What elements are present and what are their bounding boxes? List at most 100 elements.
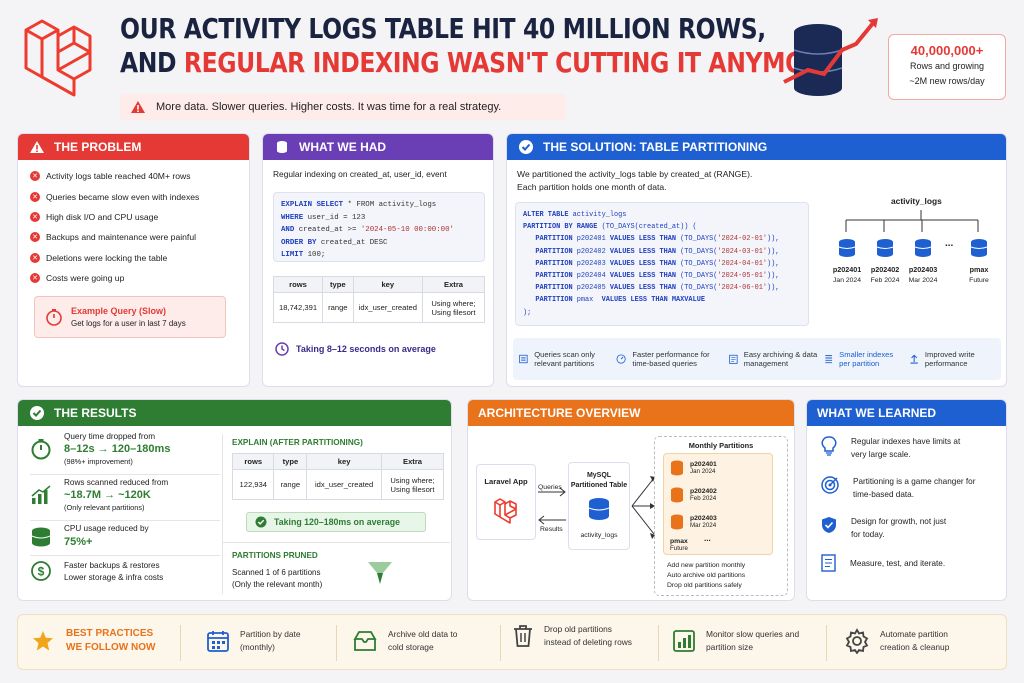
code-line: PARTITION p202402 VALUES LESS THAN (TO_D… (535, 247, 780, 256)
arrow-icon: → (104, 489, 116, 501)
metric-label: Rows scanned reduced from (64, 478, 169, 487)
check-circle-icon (28, 404, 46, 422)
list-item-text: Backups and maintenance were painful (46, 232, 197, 243)
stat-sub: ~2M new rows/day (909, 76, 985, 86)
metric-label: Lower storage & infra costs (64, 573, 164, 582)
metric-to: 120–180ms (111, 443, 171, 455)
database-icon (671, 487, 683, 503)
arch-note: Add new partition monthly (667, 562, 746, 569)
database-icon (914, 239, 932, 257)
part-name: p202403 (690, 515, 717, 522)
part-name: p202401 (690, 461, 717, 468)
check-circle-icon (517, 138, 535, 156)
code-line: PARTITION pmax VALUES LESS THAN MAXVALUE (535, 296, 705, 305)
check-circle-icon (255, 516, 267, 528)
arch-note: Auto archive old partitions (667, 572, 746, 579)
target-icon (821, 476, 839, 494)
list-icon (519, 354, 528, 364)
page-title: OUR ACTIVITY LOGS TABLE HIT 40 MILLION R… (120, 12, 838, 80)
had-title: WHAT WE HAD (299, 140, 387, 154)
trash-icon (514, 624, 532, 647)
had-timing: Taking 8–12 seconds on average (275, 342, 436, 356)
pruned-title: PARTITIONS PRUNED (232, 551, 318, 560)
timing-text: Taking 8–12 seconds on average (296, 344, 436, 354)
part-name: p202402 (870, 265, 900, 274)
metric-to: ~120K (118, 489, 151, 501)
part-sub: Feb 2024 (690, 495, 717, 502)
flow-arrows (538, 487, 566, 525)
best-practice-item: Monitor slow queries and partition size (672, 628, 816, 654)
part-name: pmax (969, 265, 989, 274)
monthly-label: Monthly Partitions (688, 441, 754, 450)
part-name: p202401 (832, 265, 862, 274)
part-name: pmax (670, 538, 688, 545)
table-cell: Using where; Using filesort (381, 469, 444, 500)
list-item-text: Queries became slow even with indexes (46, 191, 200, 202)
list-item: ✕Activity logs table reached 40M+ rows (30, 166, 239, 186)
best-practice-text: Monitor slow queries and partition size (706, 629, 800, 652)
code-text: created_at >= (298, 226, 361, 235)
x-icon: ✕ (30, 273, 40, 284)
code-keyword: LIMIT (281, 251, 304, 260)
learned-text: Measure, test, and iterate. (850, 558, 946, 568)
had-header: WHAT WE HAD (263, 134, 493, 160)
list-item: ✕Deletions were locking the table (30, 248, 239, 268)
table-label: activity_logs (580, 532, 618, 539)
database-icon (31, 527, 51, 547)
gauge-icon (616, 354, 626, 364)
warning-icon (131, 101, 145, 113)
list-item: ✕Backups and maintenance were painful (30, 227, 239, 247)
table-header: type (273, 453, 308, 470)
example-title: Example Query (Slow) (71, 306, 167, 316)
solution-header: THE SOLUTION: TABLE PARTITIONING (507, 134, 1006, 160)
best-practice-text: Automate partition creation & cleanup (880, 629, 950, 652)
funnel-icon (368, 562, 392, 584)
table-header: type (322, 276, 354, 293)
problem-header: THE PROBLEM (18, 134, 249, 160)
database-icon (838, 239, 856, 257)
code-line: PARTITION p202404 VALUES LESS THAN (TO_D… (535, 272, 780, 281)
arch-title: ARCHITECTURE OVERVIEW (478, 406, 641, 420)
best-practice-text: Drop old partitions instead of deleting … (544, 624, 632, 647)
upload-icon (910, 354, 918, 364)
clock-icon (275, 342, 289, 356)
part-name: p202403 (908, 265, 938, 274)
learned-header: WHAT WE LEARNED (807, 400, 1006, 426)
list-item-text: Deletions were locking the table (46, 252, 168, 263)
stopwatch-icon (46, 309, 62, 326)
table-header: key (352, 276, 424, 293)
document-icon (821, 554, 836, 572)
code-line: ); (523, 308, 532, 317)
feature-text: Queries scan only relevant partitions (534, 350, 595, 368)
learned-card: WHAT WE LEARNED Regular indexes have lim… (806, 399, 1007, 601)
database-growth-icon (783, 18, 878, 96)
part-sub: Jan 2024 (690, 468, 716, 475)
architecture-card: ARCHITECTURE OVERVIEW Laravel App Querie… (467, 399, 795, 601)
warning-icon (28, 138, 46, 156)
best-practice-text: Archive old data to cold storage (388, 629, 458, 652)
mysql-box: MySQL Partitioned Table activity_logs (568, 462, 630, 550)
feature-item: Faster performance for time-based querie… (616, 350, 724, 368)
learned-item: Regular indexes have limits at very larg… (821, 436, 971, 461)
queries-label: Queries (538, 484, 562, 491)
learned-text: Design for growth, not just for today. (851, 517, 947, 539)
learned-text: Partitioning is a game changer for time-… (853, 477, 976, 499)
table-cell: 122,934 (231, 469, 275, 500)
database-icon (671, 514, 683, 530)
best-title: BEST PRACTICES (66, 628, 154, 639)
index-icon (825, 355, 832, 364)
stopwatch-icon (31, 439, 51, 460)
what-we-had-card: WHAT WE HAD Regular indexing on created_… (262, 133, 494, 387)
feature-text: Smaller indexes per partition (839, 350, 894, 368)
